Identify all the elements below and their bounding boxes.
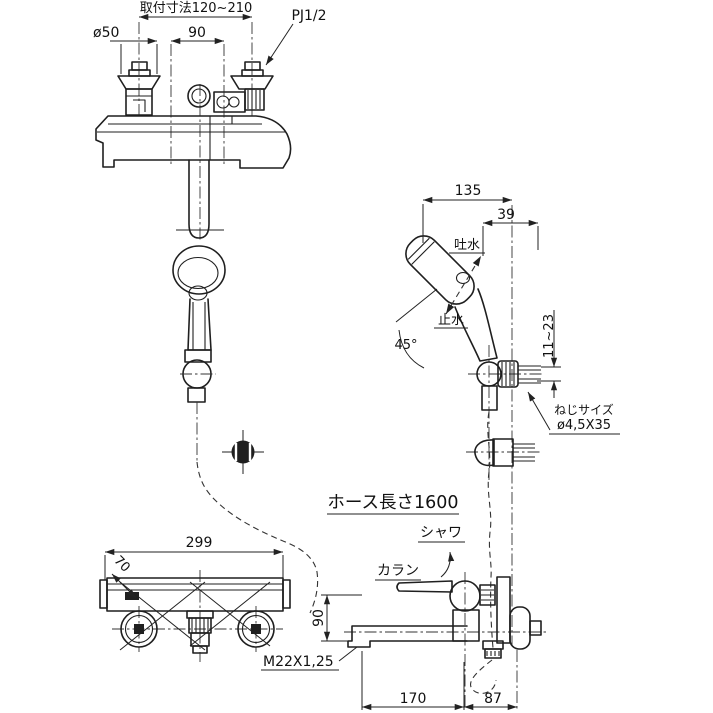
body-width-label: 299 bbox=[186, 535, 213, 551]
hose-length-label: ホース長さ1600 bbox=[327, 493, 458, 513]
spout-reach-label: 170 bbox=[400, 691, 427, 707]
dim-spout-reach: 170 bbox=[361, 651, 465, 711]
faucet-body-front bbox=[95, 84, 292, 169]
right-handle bbox=[237, 610, 275, 648]
screw-range-label: 11~23 bbox=[542, 314, 557, 358]
flange-diameter-label: ø50 bbox=[93, 25, 119, 41]
dim-spout-height: 90 bbox=[311, 594, 362, 642]
callout-inlet-thread: PJ1/2 bbox=[265, 8, 327, 66]
hose-and-position-labels: ホース長さ1600 シャワ カラン bbox=[327, 493, 465, 581]
callout-screw-size: ねじサイズ ø4,5X35 bbox=[527, 391, 620, 435]
holder-offset-label: 39 bbox=[497, 207, 515, 223]
dim-holder-height: 135 bbox=[422, 183, 512, 243]
angle-45-annotation: 45° bbox=[394, 288, 438, 369]
faucet-body-bar bbox=[99, 577, 291, 612]
lever-handle bbox=[396, 580, 453, 593]
screw-note-size: ø4,5X35 bbox=[557, 418, 611, 433]
dim-wall-clearance: 87 bbox=[464, 691, 517, 711]
faucet-side-view: 90 M22X1,25 170 87 bbox=[261, 572, 548, 711]
shower-holder-bracket bbox=[497, 360, 541, 388]
wall-clearance-label: 87 bbox=[484, 691, 502, 707]
hose-section-mark bbox=[222, 430, 264, 474]
screw-note-title: ねじサイズ bbox=[554, 402, 614, 417]
center-outlet-fitting bbox=[186, 610, 214, 654]
depth-construction-lines bbox=[119, 581, 271, 651]
spray-on-label: 吐水 bbox=[454, 238, 480, 253]
inlet-thread-label: PJ1/2 bbox=[291, 8, 326, 24]
spout-height-label: 90 bbox=[311, 609, 327, 627]
left-handle bbox=[120, 610, 158, 648]
spray-stop-label: 止水 bbox=[438, 313, 464, 328]
holder-height-label: 135 bbox=[455, 183, 482, 199]
shower-hose-curve bbox=[196, 461, 319, 614]
lever-rotation-arrow bbox=[440, 551, 455, 578]
valve-body-and-wall-mount bbox=[452, 576, 542, 659]
mounting-dim-label: 取付寸法120~210 bbox=[140, 1, 253, 16]
front-view-faucet-with-hand-shower: 取付寸法120~210 ø50 90 PJ1/2 bbox=[93, 1, 327, 614]
spray-mode-annotations: 吐水 止水 bbox=[434, 238, 485, 329]
body-depth-label: 70 bbox=[110, 553, 132, 575]
dim-holder-offset: 39 bbox=[482, 207, 539, 256]
hand-shower-holder-side-view: 45° 吐水 止水 135 39 11~23 bbox=[394, 183, 620, 649]
right-inlet-connector bbox=[213, 61, 274, 113]
hose-side-view bbox=[487, 411, 494, 649]
faucet-body-front-view: 299 70 bbox=[99, 535, 291, 662]
hose-loop-under-faucet bbox=[470, 659, 497, 694]
spout-side bbox=[347, 625, 468, 648]
left-inlet-connector bbox=[117, 61, 161, 116]
head-angle-label: 45° bbox=[394, 338, 417, 353]
spout-position-label: カラン bbox=[377, 563, 419, 579]
shower-handle-side bbox=[454, 288, 498, 362]
dim-body-width: 299 bbox=[104, 535, 284, 580]
dim-mounting-pitch: 取付寸法120~210 bbox=[139, 1, 253, 21]
shower-hook bbox=[474, 438, 535, 467]
dim-screw-adjust-range: 11~23 bbox=[537, 310, 561, 398]
dim-flange-diameter: ø50 bbox=[93, 25, 158, 74]
shower-position-label: シャワ bbox=[420, 525, 462, 541]
hand-shower-front bbox=[172, 245, 226, 463]
spout-front bbox=[188, 159, 210, 239]
callout-spout-thread: M22X1,25 bbox=[261, 646, 358, 671]
dim-inlet-pitch: 90 bbox=[171, 25, 224, 45]
spout-thread-label: M22X1,25 bbox=[263, 654, 334, 670]
shower-handle-end bbox=[481, 385, 498, 411]
inlet-pitch-label: 90 bbox=[188, 25, 206, 41]
